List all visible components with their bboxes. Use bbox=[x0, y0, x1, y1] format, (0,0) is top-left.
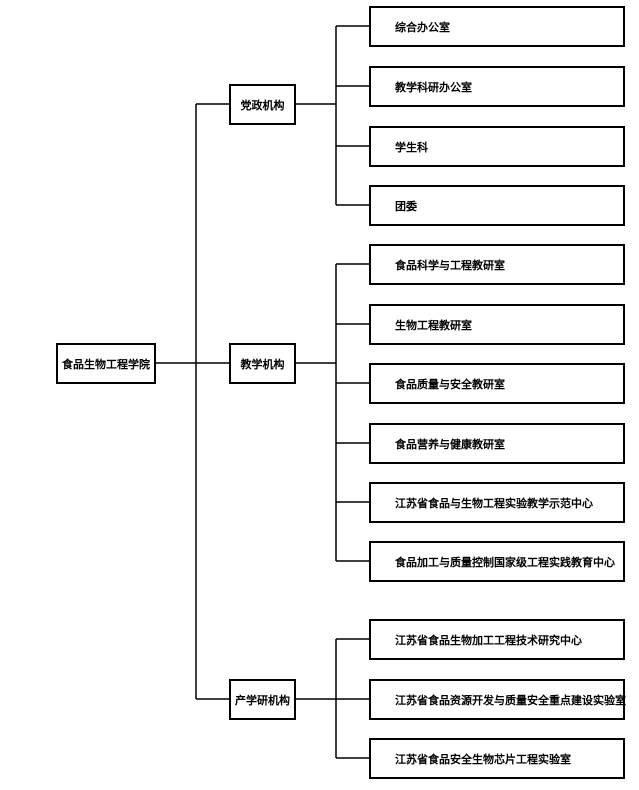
leaf-label: 生物工程教研室 bbox=[395, 318, 472, 332]
group-label: 党政机构 bbox=[240, 98, 285, 112]
leaf-node: 学生科 bbox=[369, 126, 625, 167]
leaf-node: 食品营养与健康教研室 bbox=[369, 423, 625, 464]
leaf-label: 教学科研办公室 bbox=[395, 80, 472, 94]
leaf-node: 江苏省食品生物加工工程技术研究中心 bbox=[369, 619, 625, 660]
leaf-node: 江苏省食品安全生物芯片工程实验室 bbox=[369, 738, 625, 779]
leaf-label: 综合办公室 bbox=[395, 20, 450, 34]
leaf-node: 食品加工与质量控制国家级工程实践教育中心 bbox=[369, 541, 625, 582]
leaf-label: 食品营养与健康教研室 bbox=[395, 437, 505, 451]
leaf-label: 江苏省食品生物加工工程技术研究中心 bbox=[395, 633, 582, 647]
leaf-label: 食品科学与工程教研室 bbox=[395, 258, 505, 272]
group-label: 教学机构 bbox=[240, 357, 285, 371]
leaf-node: 食品科学与工程教研室 bbox=[369, 244, 625, 285]
leaf-label: 江苏省食品安全生物芯片工程实验室 bbox=[395, 752, 571, 766]
group-node-party-admin: 党政机构 bbox=[229, 84, 296, 125]
leaf-label: 江苏省食品与生物工程实验教学示范中心 bbox=[395, 496, 593, 510]
group-node-teaching: 教学机构 bbox=[229, 343, 296, 384]
leaf-node: 综合办公室 bbox=[369, 6, 625, 47]
leaf-node: 团委 bbox=[369, 185, 625, 226]
leaf-label: 团委 bbox=[395, 199, 417, 213]
root-label: 食品生物工程学院 bbox=[62, 357, 150, 371]
group-label: 产学研机构 bbox=[235, 693, 290, 707]
root-node: 食品生物工程学院 bbox=[56, 343, 156, 384]
leaf-label: 食品加工与质量控制国家级工程实践教育中心 bbox=[395, 555, 615, 569]
leaf-node: 食品质量与安全教研室 bbox=[369, 363, 625, 404]
leaf-label: 江苏省食品资源开发与质量安全重点建设实验室 bbox=[395, 693, 626, 707]
leaf-node: 江苏省食品与生物工程实验教学示范中心 bbox=[369, 482, 625, 523]
leaf-node: 生物工程教研室 bbox=[369, 304, 625, 345]
leaf-label: 学生科 bbox=[395, 140, 428, 154]
group-node-industry-research: 产学研机构 bbox=[229, 679, 296, 720]
leaf-node: 教学科研办公室 bbox=[369, 66, 625, 107]
leaf-node: 江苏省食品资源开发与质量安全重点建设实验室 bbox=[369, 679, 626, 720]
leaf-label: 食品质量与安全教研室 bbox=[395, 377, 505, 391]
